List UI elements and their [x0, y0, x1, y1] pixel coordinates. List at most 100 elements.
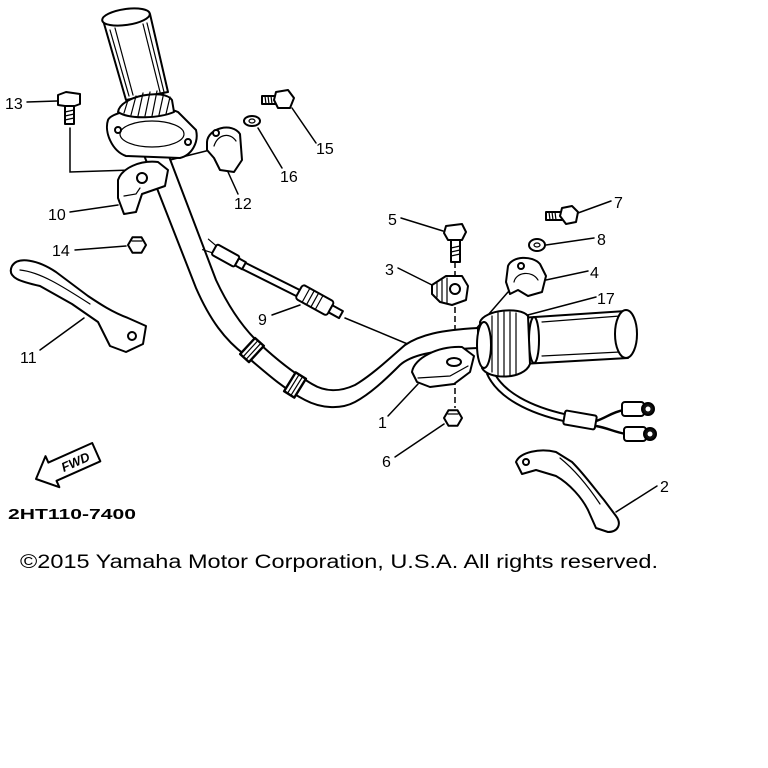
leader-4	[545, 270, 589, 281]
bracket-hole	[446, 357, 462, 367]
throttle-housing	[106, 90, 198, 159]
callout-17: 17	[597, 291, 615, 308]
leader-17	[523, 296, 597, 317]
part-11-brake-lever	[9, 259, 147, 353]
clamp-body	[206, 126, 243, 173]
bracket-detail	[123, 187, 141, 197]
part-3-clamp-block	[431, 275, 469, 306]
lever-edge	[19, 269, 91, 305]
lever-body	[515, 449, 620, 533]
leader-14	[74, 245, 127, 251]
guide-line-13-to-10	[69, 127, 131, 173]
bolt-head	[559, 205, 579, 225]
connector-wires	[202, 238, 217, 254]
washer-inner	[533, 242, 541, 248]
leader-11	[39, 317, 85, 351]
figure-code: 2HT110-7400	[8, 506, 136, 523]
leader-16	[257, 127, 283, 169]
callout-2: 2	[660, 479, 669, 496]
washer-outer	[528, 238, 546, 252]
clamp-inner-arc	[213, 134, 237, 147]
wire-plug	[623, 426, 647, 442]
bolt-threads	[450, 245, 461, 257]
callout-12: 12	[234, 196, 252, 213]
lever-body	[9, 259, 147, 353]
part-17-switch-and-grip	[476, 309, 638, 378]
part-9-switch	[202, 238, 344, 320]
band-hatching	[242, 340, 262, 360]
leader-12	[227, 171, 239, 195]
wire-plug	[621, 401, 645, 417]
bolt-threads	[548, 211, 557, 221]
right-grip-shading	[541, 315, 621, 357]
callout-1: 1	[378, 415, 387, 432]
leader-10	[69, 204, 119, 213]
callout-4: 4	[590, 265, 599, 282]
leader-lines	[26, 100, 658, 513]
collar-hatching	[123, 90, 171, 117]
bracket-hole	[136, 172, 148, 184]
callout-labels: 13 15 16 12 10 14 5 7 8 3 4 17 9 11 1 6 …	[5, 96, 669, 496]
connector-body	[562, 409, 598, 431]
clamp-body	[505, 256, 547, 297]
connector-neck	[234, 257, 247, 271]
part-5-bolt	[443, 223, 467, 263]
bolt-head	[57, 91, 81, 108]
leader-3	[397, 267, 433, 286]
part-8-washer	[528, 238, 546, 252]
housing-screw	[114, 126, 122, 134]
clamp-hole	[212, 129, 220, 137]
part-6-nut	[443, 409, 463, 427]
copyright-notice: ©2015 Yamaha Motor Corporation, U.S.A. A…	[20, 552, 658, 573]
part-4-clamp	[505, 256, 547, 297]
lever-edge	[559, 457, 601, 505]
callout-10: 10	[48, 207, 66, 224]
leader-15	[291, 107, 317, 144]
part-2-clutch-lever	[515, 449, 620, 533]
lever-pivot	[127, 331, 137, 341]
washer-inner	[248, 118, 256, 124]
guide-line-9-to-1	[344, 317, 411, 346]
part-15-bolt	[261, 89, 295, 109]
callout-3: 3	[385, 262, 394, 279]
wire-connector	[562, 409, 598, 431]
part-10-lever-bracket	[117, 160, 169, 215]
leader-7	[577, 200, 612, 214]
switch-wiring	[485, 369, 657, 442]
leader-1	[387, 383, 419, 417]
callout-13: 13	[5, 96, 23, 113]
left-grip	[101, 7, 169, 101]
leader-5	[400, 217, 444, 232]
grip-shading	[109, 22, 165, 97]
switch-housing-ridges	[491, 311, 517, 377]
switch-body	[295, 284, 344, 320]
clamp-inner-arc	[513, 272, 539, 283]
bolt-threads	[264, 95, 273, 105]
callout-8: 8	[597, 232, 606, 249]
part-14-nut	[127, 236, 147, 254]
bolt-threads	[64, 109, 75, 121]
leader-8	[545, 237, 595, 246]
leader-2	[615, 485, 658, 513]
bracket-body	[117, 160, 169, 215]
callout-5: 5	[388, 212, 397, 229]
block-hatching	[436, 277, 448, 304]
wire-plug-ring	[647, 431, 653, 437]
switch-cable-core	[242, 263, 300, 296]
housing-cover-outline	[119, 120, 185, 148]
lever-pivot	[522, 458, 530, 466]
band-hatching	[286, 374, 304, 396]
callout-6: 6	[382, 454, 391, 471]
switch-plunger	[327, 304, 344, 320]
wire-plug-ring	[645, 406, 651, 412]
forward-arrow-icon	[35, 442, 102, 489]
part-1-lever-bracket	[411, 345, 475, 388]
right-grip-end-cap	[614, 309, 638, 359]
nut-body	[127, 236, 147, 254]
wire-core	[487, 370, 567, 421]
callout-11: 11	[20, 350, 37, 367]
block-hole	[449, 283, 461, 295]
switch-housing-face	[476, 321, 492, 369]
switch-threads	[301, 287, 324, 311]
part-13-bolt	[57, 91, 81, 125]
